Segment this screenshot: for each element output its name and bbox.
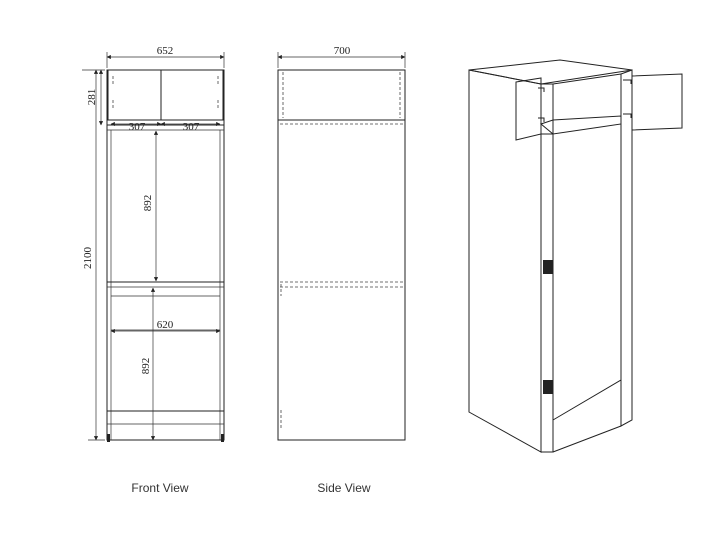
front-leg-left [107, 434, 110, 442]
dim-upper-opening-label: 892 [142, 195, 154, 212]
dim-top-height-label: 281 [86, 89, 98, 106]
dim-left-door-label: 307 [129, 121, 146, 133]
dim-right-door-label: 307 [183, 121, 200, 133]
iso-hinge-block-lower [543, 380, 553, 394]
front-hinge-marks [112, 76, 219, 110]
iso-right-panel [620, 69, 633, 427]
front-top-cabinet [107, 69, 224, 121]
front-leg-right [221, 434, 224, 442]
dim-width-label: 652 [157, 45, 174, 57]
dim-inner-width-label: 620 [157, 319, 174, 331]
iso-front-edge [541, 83, 554, 135]
iso-hinge-block-upper [543, 260, 553, 274]
side-view-caption: Side View [317, 481, 370, 495]
iso-right-door [631, 73, 683, 131]
dim-total-height-label: 2100 [82, 247, 94, 270]
iso-hinges [538, 79, 632, 122]
front-view: 652 2100 281 307 307 892 620 892 Front V… [82, 45, 225, 495]
iso-left-front-edge [540, 134, 554, 453]
iso-top [468, 59, 633, 85]
iso-shelf [539, 115, 622, 135]
iso-left-door [515, 77, 542, 141]
iso-left-panel [468, 69, 542, 453]
dim-lower-opening-label: 892 [140, 358, 152, 375]
iso-lower-back [552, 379, 622, 453]
dim-depth-label: 700 [334, 45, 351, 57]
side-view: 700 Side View [277, 45, 406, 495]
front-view-caption: Front View [131, 481, 188, 495]
side-outline [277, 69, 406, 441]
isometric-view [468, 59, 683, 453]
iso-inner-top [552, 73, 622, 85]
